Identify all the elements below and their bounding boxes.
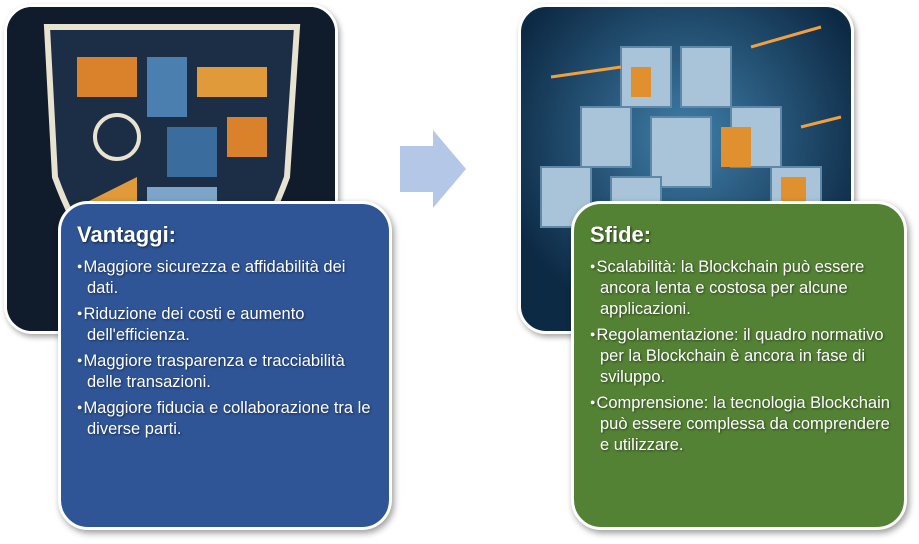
- advantages-title: Vantaggi:: [77, 222, 177, 247]
- advantages-list: Maggiore sicurezza e affidabilità dei da…: [77, 256, 375, 440]
- list-item: Riduzione dei costi e aumento dell'effic…: [77, 303, 375, 346]
- list-item: Maggiore sicurezza e affidabilità dei da…: [77, 256, 375, 299]
- advantages-card: Vantaggi: Maggiore sicurezza e affidabil…: [58, 201, 392, 530]
- list-item: Maggiore fiducia e collaborazione tra le…: [77, 397, 375, 440]
- list-item: Scalabilità: la Blockchain può essere an…: [590, 256, 890, 320]
- list-item: Maggiore trasparenza e tracciabilità del…: [77, 350, 375, 393]
- list-item: Comprensione: la tecnologia Blockchain p…: [590, 392, 890, 456]
- challenges-card: Sfide: Scalabilità: la Blockchain può es…: [571, 201, 907, 530]
- challenges-list: Scalabilità: la Blockchain può essere an…: [590, 256, 890, 456]
- list-item: Regolamentazione: il quadro normativo pe…: [590, 324, 890, 388]
- challenges-title: Sfide:: [590, 222, 652, 247]
- right-arrow-icon: [400, 130, 466, 208]
